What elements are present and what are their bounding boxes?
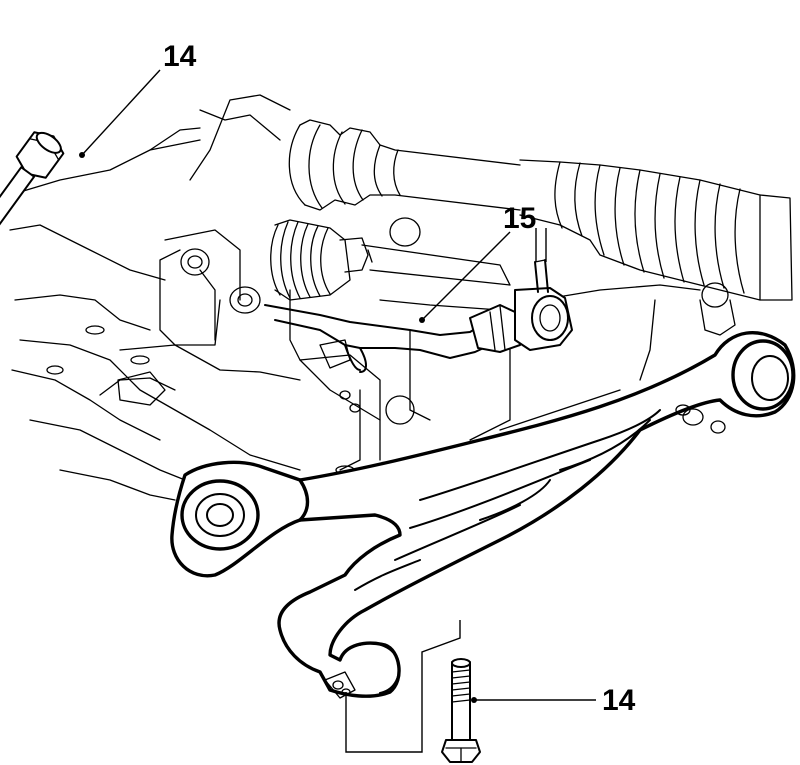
callout-label-14-bottom: 14 (602, 684, 636, 717)
callout-label-14-top: 14 (163, 40, 197, 73)
drive-shaft (288, 119, 793, 301)
steering-rack-boot (270, 219, 511, 301)
lower-control-arm (170, 330, 796, 699)
bolt-top-left (0, 131, 65, 287)
callout-label-15: 15 (503, 202, 536, 235)
install-bracket (345, 620, 461, 753)
track-rod (264, 259, 573, 373)
bolt-bottom (441, 658, 481, 763)
callout-leaders (79, 69, 596, 703)
